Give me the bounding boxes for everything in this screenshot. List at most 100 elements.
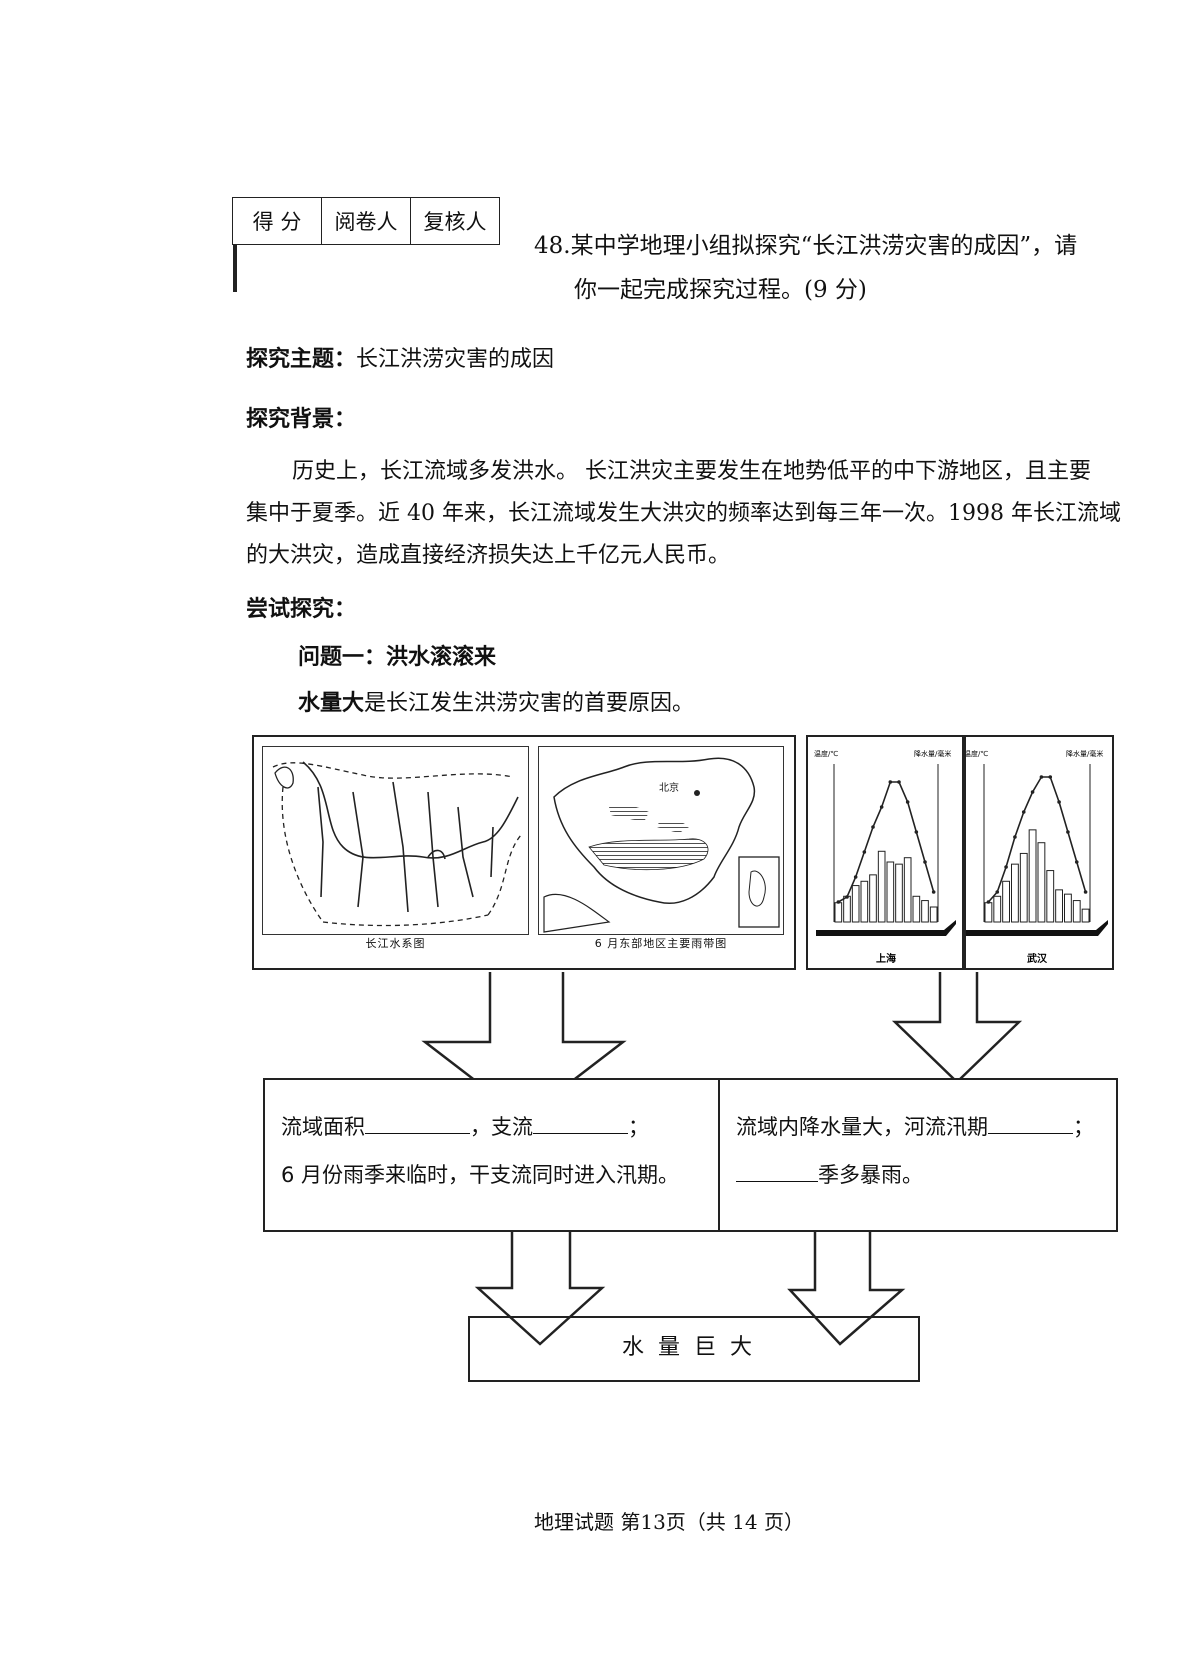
chart-base [966,920,1108,936]
temperature-point [879,805,884,809]
score-table: 得 分 阅卷人 复核人 [232,197,500,292]
lead-rest: 是长江发生洪涝灾害的首要原因。 [364,691,695,716]
arrow-climate-down [891,972,1023,1084]
temperature-point [923,860,927,864]
precipitation-bar [903,857,912,923]
beijing-label: 北京 [659,781,679,794]
precipitation-bar [929,906,938,923]
right-box-text-storm: 季多暴雨。 [818,1163,923,1187]
map1-caption: 长江水系图 [365,937,426,950]
rainbelt-map: 北京 [538,746,784,935]
precipitation-bar [1037,842,1046,923]
temperature-point [1039,775,1044,779]
theme-text: 长江洪涝灾害的成因 [356,347,555,372]
map2-caption: 6 月东部地区主要雨带图 [594,937,728,950]
temperature-line [837,781,935,903]
question-line-1: 48.某中学地理小组拟探究“长江洪涝灾害的成因”，请 [534,233,1078,259]
precipitation-bar [886,861,895,923]
temperature-point [1021,810,1026,814]
temperature-point [1057,800,1061,804]
score-header: 得 分 [232,197,322,245]
temperature-point [897,780,901,784]
theme-label: 探究主题： [246,347,357,372]
lead-bold: 水量大 [298,691,365,716]
precipitation-bar [1064,893,1072,923]
temperature-point [836,900,841,904]
left-box-line-1: 流域面积，支流； [281,1103,705,1151]
temperature-point [888,780,893,784]
temperature-point [931,890,936,894]
question-line-2: 你一起完成探究过程。(9 分) [574,277,867,303]
temperature-point [1004,865,1008,869]
result-box: 水量巨大 [468,1316,920,1382]
temperature-point [905,800,910,804]
temperature-point [1013,835,1017,839]
left-box-line-2: 6 月份雨季来临时，干支流同时进入汛期。 [281,1163,680,1187]
left-fill-box: 流域面积，支流； 6 月份雨季来临时，干支流同时进入汛期。 [263,1078,723,1232]
background-line-2: 集中于夏季。近 40 年来，长江流域发生大洪灾的频率达到每三年一次。1998 年… [246,501,1121,526]
precipitation-bar [1072,900,1081,923]
background-line-1: 历史上，长江流域多发洪水。 长江洪灾主要发生在地势低平的中下游地区，且主要 [292,459,1091,484]
temperature-point [845,895,849,899]
theme-row: 探究主题：长江洪涝灾害的成因 [246,340,554,380]
reviewer-header: 阅卷人 [321,197,411,245]
precipitation-bar [851,885,860,923]
checker-header: 复核人 [410,197,500,245]
background-label: 探究背景： [246,407,357,432]
page-footer: 地理试题 第13页（共 14 页） [534,1510,804,1534]
blank-season[interactable] [736,1157,818,1182]
precipitation-bar [869,874,877,923]
temperature-point [995,890,1000,894]
rainbelt-map-drawing: 北京 [543,757,780,933]
lead-sentence: 水量大是长江发生洪涝灾害的首要原因。 [298,684,694,724]
blank-flood-season[interactable] [988,1109,1073,1134]
left-axis-label: 温度/℃ [964,749,988,758]
precipitation-bar [1055,889,1063,923]
climate-shanghai: 温度/℃ 降水量/毫米上海 [812,742,960,967]
right-fill-box: 流域内降水量大，河流汛期 ； 季多暴雨。 [718,1078,1118,1232]
yangtze-river-system-drawing [272,761,522,927]
temperature-point [1066,830,1070,834]
checker-cell[interactable] [234,245,237,292]
precipitation-bar [912,895,921,923]
problem-title: 问题一：洪水滚滚来 [298,645,497,670]
right-box-line-2: 季多暴雨。 [736,1151,1100,1199]
precipitation-bar [1011,863,1019,923]
temperature-point [914,830,919,834]
temperature-point [1074,860,1079,864]
left-box-semicolon: ； [628,1115,649,1139]
temperature-point [1048,775,1053,779]
temperature-point [853,875,858,879]
left-axis-label: 温度/℃ [814,749,838,758]
temperature-point [1083,890,1088,894]
left-box-text-tributary: ，支流 [470,1115,533,1139]
precipitation-bar [1046,870,1055,923]
right-box-semicolon: ； [1073,1115,1094,1139]
blank-tributary[interactable] [533,1109,628,1134]
temperature-line [987,776,1087,903]
climate-panel-right [964,735,1114,970]
temperature-point [986,900,991,904]
blank-area[interactable] [365,1109,470,1134]
attempt-label: 尝试探究： [246,597,357,622]
chart-base [816,920,956,936]
precipitation-bar [1028,829,1037,923]
precipitation-bar [1019,852,1028,923]
right-box-text-flood: 流域内降水量大，河流汛期 [736,1115,988,1139]
right-axis-label: 降水量/毫米 [1066,749,1103,758]
temperature-point [1030,790,1035,794]
precipitation-bar [895,863,903,923]
city-label: 武汉 [1027,952,1048,965]
precipitation-bar [1002,880,1011,923]
temperature-point [871,825,875,829]
yangtze-map [262,746,529,935]
precipitation-bar [860,880,869,923]
right-axis-label: 降水量/毫米 [914,749,951,758]
precipitation-bar [877,850,886,923]
city-label: 上海 [876,952,896,965]
precipitation-bar [1081,908,1090,923]
precipitation-bar [993,895,1002,923]
